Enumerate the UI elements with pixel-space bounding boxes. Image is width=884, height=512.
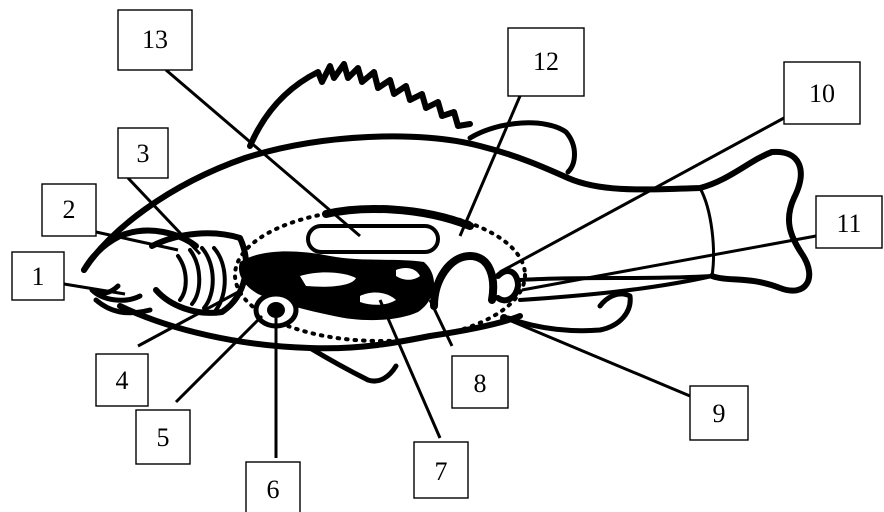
label-text-8: 8 [474,369,487,398]
label-box-5: 5 [136,410,190,464]
label-text-1: 1 [32,262,45,291]
label-text-12: 12 [533,47,559,76]
leader-11 [522,236,816,290]
swim-bladder [308,226,438,252]
label-box-4: 4 [96,354,148,406]
label-box-2: 2 [42,184,96,236]
tail-fin [712,152,809,291]
kidney-loop [434,256,493,306]
leader-13 [166,70,360,236]
gill-arches [178,248,225,310]
pelvic-fin [310,348,396,381]
label-box-8: 8 [452,356,508,408]
label-text-9: 9 [713,399,726,428]
label-text-5: 5 [157,423,170,452]
label-box-1: 1 [12,252,64,300]
label-text-4: 4 [116,366,129,395]
urinary-bladder [498,271,518,300]
label-text-3: 3 [137,139,150,168]
label-box-3: 3 [118,128,168,178]
label-box-12: 12 [508,28,584,96]
label-box-9: 9 [690,386,748,440]
label-text-10: 10 [809,79,835,108]
internal-organs [239,251,434,326]
label-box-13: 13 [118,10,192,70]
label-box-10: 10 [784,62,860,124]
leader-12 [460,96,520,236]
leader-8 [430,300,452,346]
tail-base-upper [520,276,712,280]
label-text-13: 13 [142,25,168,54]
label-text-2: 2 [63,195,76,224]
label-box-11: 11 [816,196,882,248]
label-box-7: 7 [414,442,468,498]
label-text-11: 11 [836,209,861,238]
label-box-6: 6 [246,462,300,512]
label-text-6: 6 [267,475,280,504]
caudal-peduncle [700,188,714,276]
label-text-7: 7 [435,457,448,486]
dorsal-fin [250,64,470,146]
leader-7 [380,300,440,438]
